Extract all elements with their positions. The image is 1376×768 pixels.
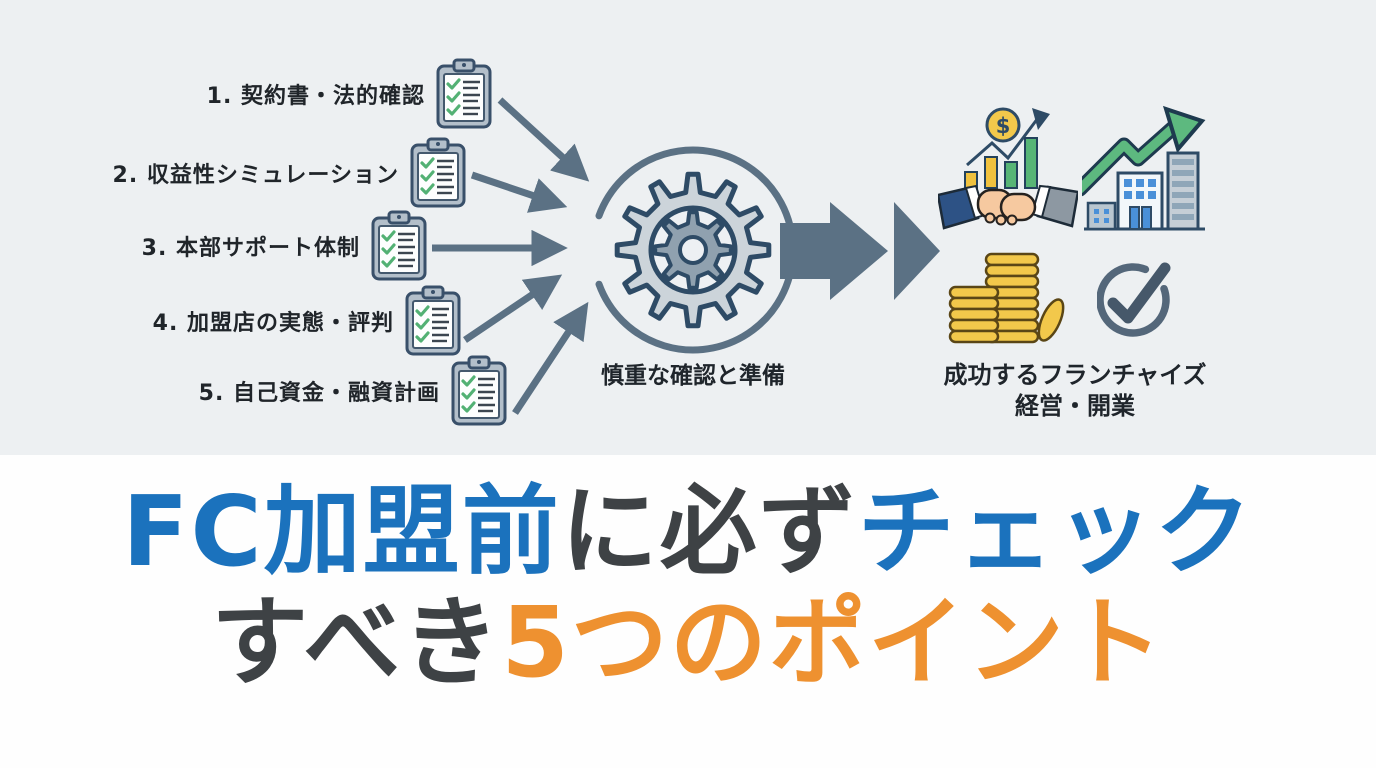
- checklist-item-4: 4. 加盟店の実態・評判: [152, 285, 462, 356]
- title-line-1: FC加盟前に必ずチェック: [0, 475, 1376, 588]
- clipboard-checklist-icon: [410, 137, 466, 208]
- checklist-item-1: 1. 契約書・法的確認: [206, 58, 493, 129]
- handshake-growth-icon: $: [938, 107, 1078, 230]
- gears-icon: [595, 146, 797, 354]
- buildings-growth-icon: [1082, 105, 1206, 231]
- title-seg-fc-kamei-mae: FC加盟前: [122, 475, 561, 588]
- double-arrow-icon: [780, 202, 940, 300]
- process-caption: 慎重な確認と準備: [601, 363, 785, 389]
- clipboard-checklist-icon: [451, 355, 507, 426]
- title-line-2: すべき5つのポイント: [0, 585, 1376, 699]
- title-seg-ni-kanarazu: に必ず: [560, 475, 858, 588]
- coin-stacks-icon: [948, 252, 1065, 344]
- checklist-item-2: 2. 収益性シミュレーション: [112, 137, 467, 208]
- checklist-item-3: 3. 本部サポート体制: [141, 210, 428, 281]
- arrow-item2-to-gear: [470, 171, 568, 213]
- clipboard-checklist-icon: [436, 58, 492, 129]
- checkmark: [1107, 262, 1171, 324]
- checklist-item-2-label: 2. 収益性シミュレーション: [112, 163, 399, 188]
- title-seg-subeki: すべき: [211, 585, 502, 699]
- checklist-item-5: 5. 自己資金・融資計画: [198, 355, 508, 426]
- checkmark-circle-icon: [1097, 262, 1171, 337]
- arrow-item4-to-gear: [463, 274, 563, 343]
- small-building: [1086, 201, 1117, 231]
- title-seg-check: チェック: [857, 475, 1254, 588]
- result-caption-line2: 経営・開業: [1015, 392, 1135, 420]
- dollar-coin: [985, 107, 1021, 143]
- checklist-item-4-label: 4. 加盟店の実態・評判: [152, 311, 394, 336]
- clipboard-checklist-icon: [371, 210, 427, 281]
- title-seg-five-points: 5つのポイント: [501, 585, 1165, 699]
- title-section: FC加盟前に必ずチェック すべき5つのポイント: [0, 455, 1376, 768]
- checklist-item-1-label: 1. 契約書・法的確認: [206, 84, 425, 109]
- process-diagram-section: 1. 契約書・法的確認 2. 収益性シミュレーション 3. 本部サポート体制 4…: [0, 0, 1376, 455]
- arrow-item1-to-gear: [497, 97, 590, 182]
- checklist-item-3-label: 3. 本部サポート体制: [141, 236, 360, 261]
- tilted-coin: [1037, 298, 1065, 342]
- result-caption-line1: 成功するフランチャイズ: [943, 361, 1207, 389]
- result-caption: 成功するフランチャイズ 経営・開業: [930, 360, 1220, 422]
- checklist-item-5-label: 5. 自己資金・融資計画: [198, 381, 440, 406]
- dollar-symbol: $: [996, 114, 1011, 138]
- clipboard-checklist-icon: [405, 285, 461, 356]
- growth-arrow: [1082, 122, 1179, 194]
